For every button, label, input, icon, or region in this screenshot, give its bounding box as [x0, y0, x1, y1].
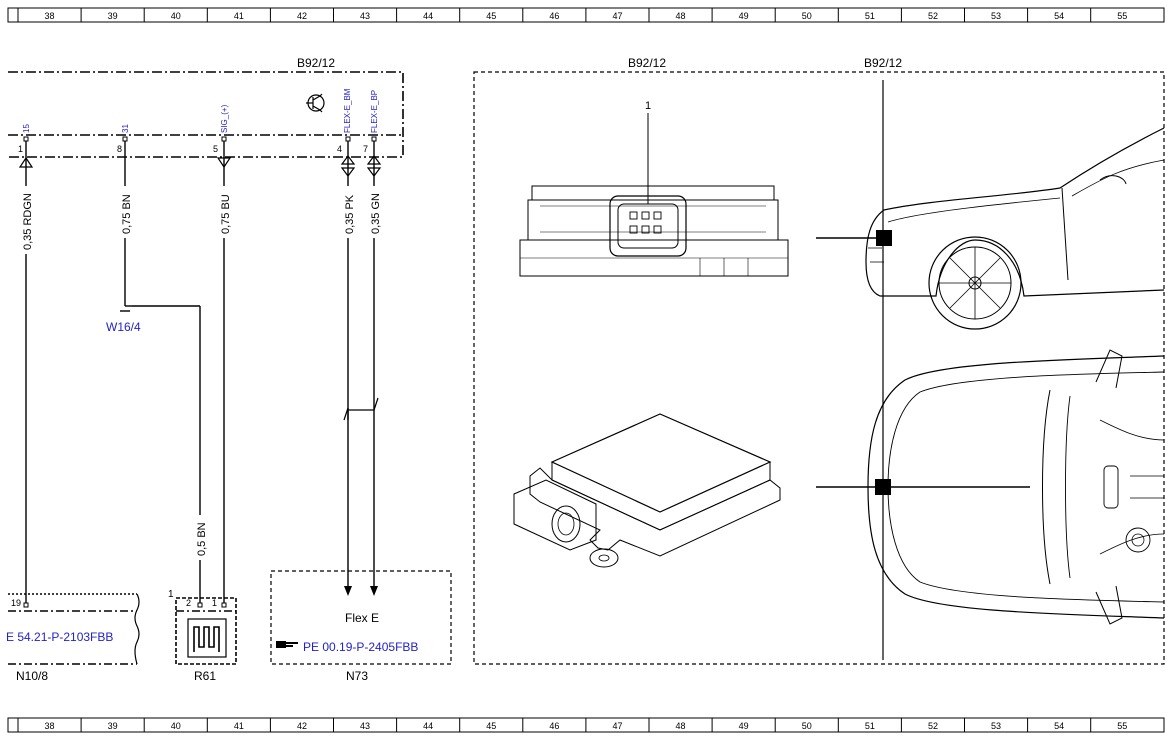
- r61-pin-1: 1: [212, 598, 217, 608]
- sensor-isometric-view-image: [513, 413, 781, 568]
- wire-flex-bp: 0,35 GN: [348, 141, 382, 596]
- n73-reference-link[interactable]: PE 00.19-P-2405FBB: [303, 640, 418, 654]
- ruler-column-label: 39: [108, 11, 118, 21]
- wire-label-gn: 0,35 GN: [370, 193, 382, 234]
- ruler-column-label: 45: [486, 721, 496, 731]
- wire-31: 0,75 BN W16/4 0,5 BN: [106, 141, 208, 603]
- pin-number-7: 7: [363, 144, 368, 154]
- ruler-column-label: 50: [802, 721, 812, 731]
- ruler-column-label: 50: [802, 11, 812, 21]
- wire-label-rdgn: 0,35 RDGN: [22, 193, 34, 250]
- connector-callout: 1: [645, 100, 651, 112]
- n73-text: Flex E: [345, 611, 379, 625]
- ground-point-w16-4: W16/4: [106, 320, 141, 334]
- wire-sig: 0,75 BU: [216, 141, 232, 603]
- pin-signal-flex-bm: FLEX-E_BM: [343, 88, 352, 133]
- top-ruler: 38 39 40 41 42 43 44 45 46 47 48 49 50 51 52 53 54 55: [7, 7, 1165, 23]
- car-side-view-image: [865, 127, 1165, 330]
- pin-signal-15: 15: [22, 124, 31, 133]
- ruler-column-label: 54: [1054, 11, 1064, 21]
- pin-number-8: 8: [117, 144, 122, 154]
- ruler-column-label: 46: [549, 11, 559, 21]
- ruler-column-label: 55: [1117, 11, 1127, 21]
- location-panel: B92/12 B92/12 1: [473, 56, 1165, 665]
- location-marker-side: [876, 230, 892, 246]
- ruler-column-label: 41: [234, 721, 244, 731]
- ruler-column-label: 46: [549, 721, 559, 731]
- ruler-column-label: 43: [360, 11, 370, 21]
- ruler-column-label: 47: [612, 11, 622, 21]
- wire-label-05bn: 0,5 BN: [196, 522, 208, 556]
- ruler-column-label: 49: [739, 721, 749, 731]
- ruler-column-label: 53: [991, 721, 1001, 731]
- b92-12-label: B92/12: [297, 56, 335, 70]
- n10-8-pin-19: 19: [11, 598, 21, 608]
- b92-12-schematic-box: B92/12 15 31 SIG_(+) FLEX-E_BM FLEX-E_BP…: [8, 56, 404, 158]
- ruler-column-label: 43: [360, 721, 370, 731]
- ruler-column-label: 40: [171, 11, 181, 21]
- ruler-column-label: 47: [612, 721, 622, 731]
- ruler-column-label: 38: [45, 11, 55, 21]
- bottom-ruler: 38 39 40 41 42 43 44 45 46 47 48 49 50 51 52 53 54 55: [7, 717, 1165, 733]
- pin-number-4: 4: [337, 144, 342, 154]
- ruler-column-label: 42: [297, 11, 307, 21]
- ruler-column-label: 41: [234, 11, 244, 21]
- ruler-column-label: 39: [108, 721, 118, 731]
- car-top-view-image: [867, 349, 1165, 625]
- r61-callout: 1: [168, 589, 174, 600]
- pin-signal-31: 31: [121, 124, 130, 133]
- ruler-column-label: 51: [865, 11, 875, 21]
- n73-component: Flex E PE 00.19-P-2405FBB N73: [270, 570, 452, 683]
- ruler-column-label: 48: [676, 11, 686, 21]
- pointing-hand-icon: [276, 641, 298, 648]
- n73-label: N73: [346, 669, 368, 683]
- ruler-column-label: 55: [1117, 721, 1127, 731]
- r61-component: 2 1 1 R61: [168, 589, 237, 683]
- r61-pin-2: 2: [186, 598, 191, 608]
- wire-flex-bm: 0,35 PK: [340, 141, 356, 596]
- ruler-column-label: 40: [171, 721, 181, 731]
- ruler-column-label: 48: [676, 721, 686, 731]
- wire-label-bu: 0,75 BU: [220, 194, 232, 234]
- ruler-column-label: 38: [45, 721, 55, 731]
- n10-8-reference-link[interactable]: E 54.21-P-2103FBB: [6, 630, 113, 644]
- wire-15: 0,35 RDGN: [18, 141, 34, 603]
- wire-label-pk: 0,35 PK: [344, 194, 356, 234]
- pin-number-5: 5: [213, 144, 218, 154]
- ruler-column-label: 52: [928, 11, 938, 21]
- ruler-column-label: 52: [928, 721, 938, 731]
- sensor-side-view-image: [519, 185, 789, 277]
- wire-label-bn: 0,75 BN: [121, 194, 133, 234]
- ruler-column-label: 44: [423, 11, 433, 21]
- ruler-column-label: 45: [486, 11, 496, 21]
- pin-number-1: 1: [18, 144, 23, 154]
- ruler-column-label: 54: [1054, 721, 1064, 731]
- location-label-left: B92/12: [628, 56, 666, 70]
- heater-element-icon: [187, 618, 227, 658]
- location-marker-top: [875, 479, 891, 495]
- ruler-column-label: 49: [739, 11, 749, 21]
- transistor-icon: [306, 93, 325, 113]
- ruler-column-label: 44: [423, 721, 433, 731]
- r61-label: R61: [194, 669, 216, 683]
- location-label-right: B92/12: [864, 56, 902, 70]
- ruler-column-label: 42: [297, 721, 307, 731]
- n10-8-component: 19 E 54.21-P-2103FBB N10/8: [6, 593, 140, 683]
- ruler-column-label: 51: [865, 721, 875, 731]
- pin-signal-flex-bp: FLEX-E_BP: [370, 90, 379, 133]
- pin-signal-sig: SIG_(+): [220, 104, 229, 133]
- n10-8-label: N10/8: [16, 669, 48, 683]
- ruler-column-label: 53: [991, 11, 1001, 21]
